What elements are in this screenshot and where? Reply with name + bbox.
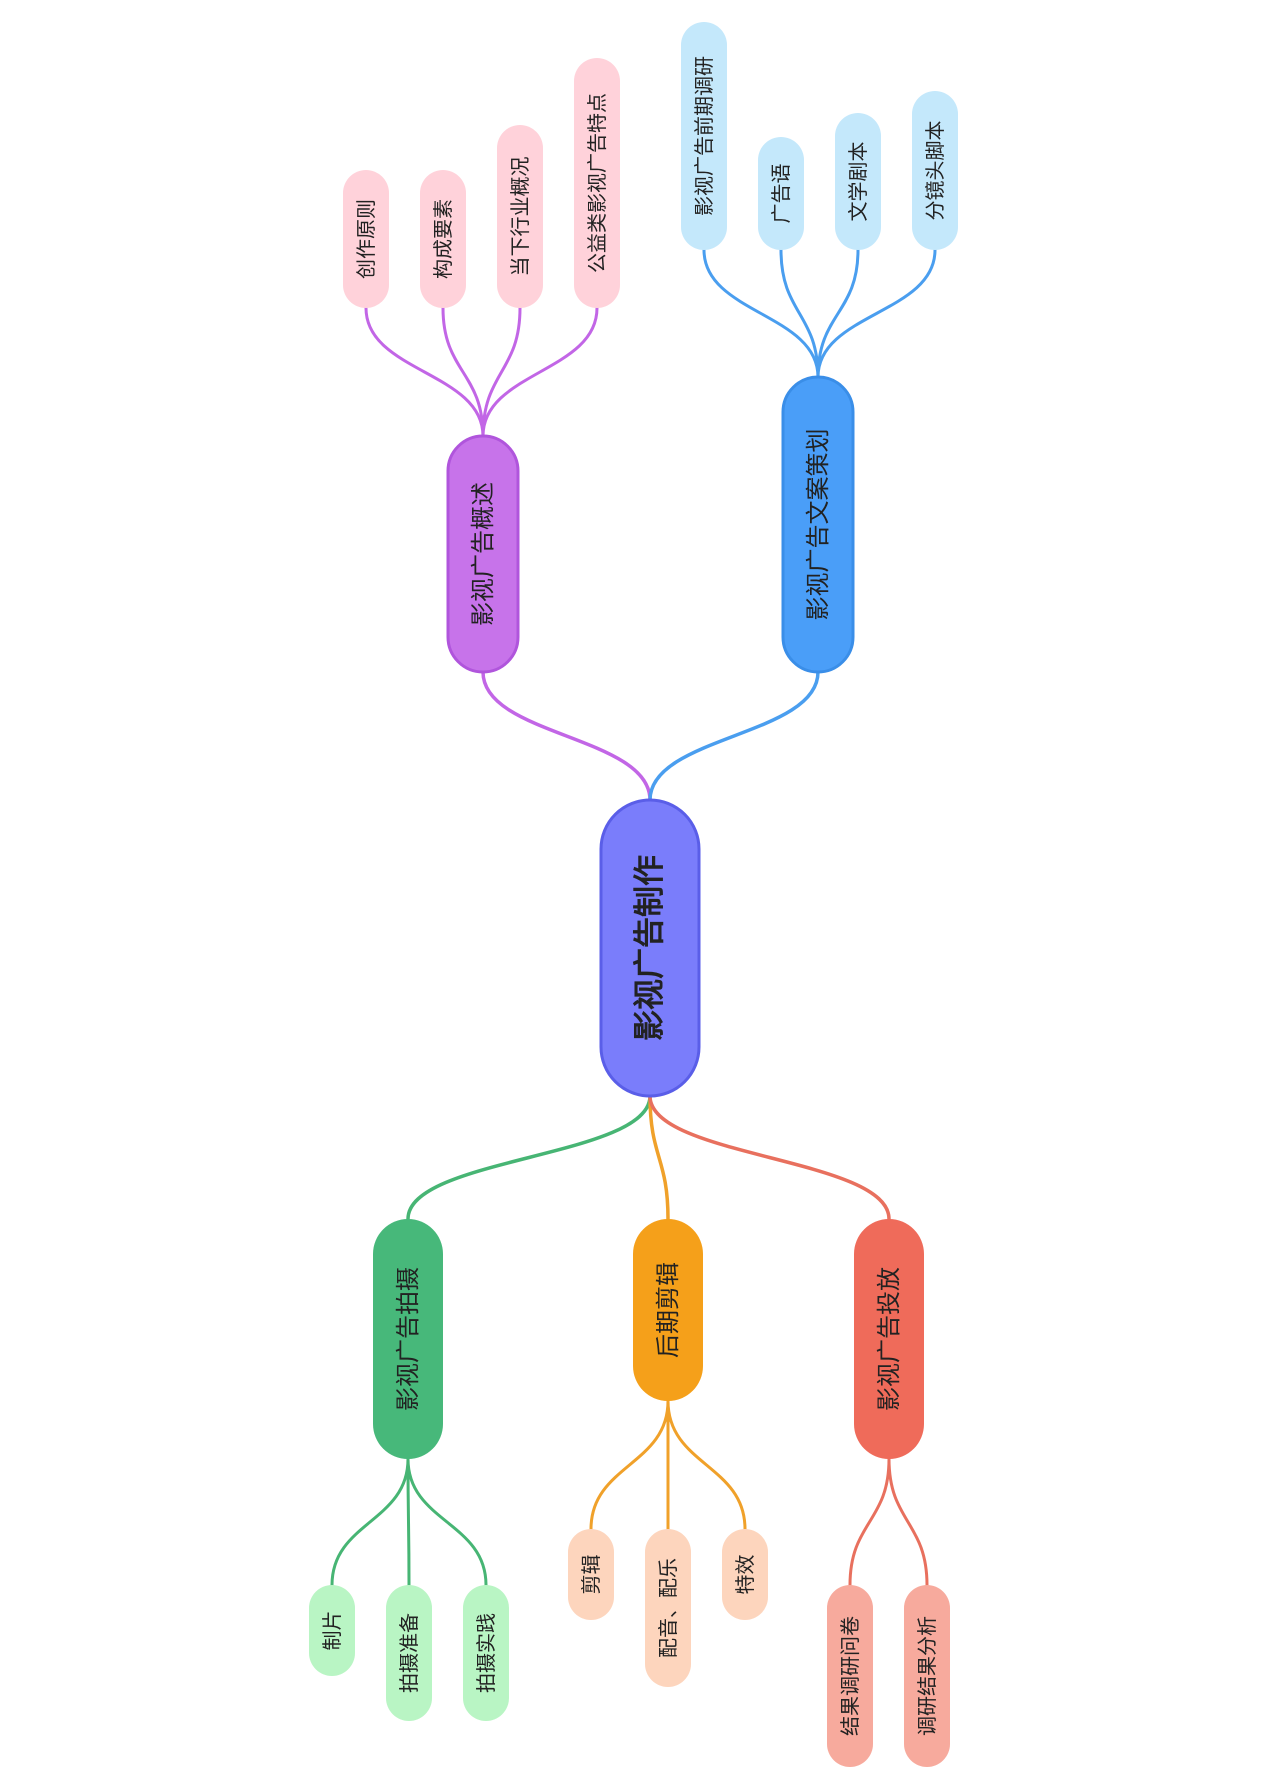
leaf-editing-1-shape [568,1529,614,1620]
branch-delivery-label: 影视广告投放 [875,1267,903,1411]
connector-overview-leaf-2 [441,306,485,438]
connector-overview-leaf-3 [481,306,522,438]
branch-overview[interactable]: 影视广告概述 [446,434,520,674]
branch-delivery[interactable]: 影视广告投放 [854,1219,924,1459]
leaf-editing-1-label: 剪辑 [579,1555,603,1595]
leaf-copywriting-1-label: 影视广告前期调研 [692,56,716,216]
leaf-overview-1-shape [343,170,389,308]
connector-root-copywriting [648,670,820,802]
branch-copywriting[interactable]: 影视广告文案策划 [781,375,855,674]
connector-overview-leaf-1 [364,306,485,438]
branch-overview-label: 影视广告概述 [469,482,497,626]
branch-overview-shape [446,434,520,674]
branch-shooting-shape [373,1219,443,1459]
leaf-delivery-1[interactable]: 结果调研问卷 [827,1585,873,1767]
leaf-delivery-1-shape [827,1585,873,1767]
connector-editing-leaf-3 [666,1399,747,1531]
leaf-shooting-2-label: 拍摄准备 [397,1613,421,1693]
leaf-overview-1-label: 创作原则 [354,199,378,279]
branch-copywriting-shape [781,375,855,674]
leaf-overview-3-label: 当下行业概况 [508,157,532,277]
leaf-editing-3-shape [722,1529,768,1620]
connector-copywriting-leaf-1 [702,248,820,379]
leaf-editing-1[interactable]: 剪辑 [568,1529,614,1620]
connector-shooting-leaf-2 [406,1457,411,1587]
branch-shooting-label: 影视广告拍摄 [394,1267,422,1411]
leaf-shooting-1[interactable]: 制片 [309,1585,355,1676]
leaf-delivery-2-shape [904,1585,950,1767]
leaf-overview-3-shape [497,125,543,308]
connector-overview-leaf-4 [481,306,599,438]
leaf-editing-2[interactable]: 配音、配乐 [645,1529,691,1687]
leaf-copywriting-3-shape [835,113,881,250]
leaf-shooting-2-shape [386,1585,432,1721]
leaf-copywriting-1-shape [681,22,727,250]
connector-root-delivery [648,1094,891,1221]
leaf-shooting-3[interactable]: 拍摄实践 [463,1585,509,1721]
connector-editing-leaf-1 [589,1399,670,1531]
root-node-shape [599,798,701,1098]
leaf-editing-2-shape [645,1529,691,1687]
branch-delivery-shape [854,1219,924,1459]
connector-copywriting-leaf-3 [816,248,860,379]
leaf-overview-4-label: 公益类影视广告特点 [585,93,609,273]
branch-editing[interactable]: 后期剪辑 [633,1219,703,1401]
root-node-label: 影视广告制作 [632,855,668,1041]
leaf-editing-3[interactable]: 特效 [722,1529,768,1620]
leaf-overview-2-label: 构成要素 [431,199,455,279]
leaf-copywriting-3-label: 文学剧本 [846,142,870,222]
connector-shooting-leaf-1 [330,1457,410,1587]
leaf-copywriting-4[interactable]: 分镜头脚本 [912,91,958,250]
leaf-overview-1[interactable]: 创作原则 [343,170,389,308]
branch-shooting[interactable]: 影视广告拍摄 [373,1219,443,1459]
leaf-copywriting-3[interactable]: 文学剧本 [835,113,881,250]
branch-editing-label: 后期剪辑 [654,1262,682,1358]
connector-delivery-leaf-2 [887,1457,929,1587]
connector-shooting-leaf-3 [406,1457,488,1587]
leaf-copywriting-2-label: 广告语 [769,164,793,224]
branch-copywriting-label: 影视广告文案策划 [804,429,832,621]
leaf-delivery-2-label: 调研结果分析 [915,1616,939,1736]
leaf-copywriting-4-shape [912,91,958,250]
leaf-overview-2-shape [420,170,466,308]
leaf-shooting-3-shape [463,1585,509,1721]
connector-root-overview [481,670,652,802]
connector-root-shooting [406,1094,652,1221]
connector-copywriting-leaf-4 [816,248,937,379]
leaf-copywriting-2[interactable]: 广告语 [758,137,804,250]
connectors [330,248,937,1587]
leaf-editing-2-label: 配音、配乐 [656,1558,680,1658]
leaf-copywriting-4-label: 分镜头脚本 [923,121,947,221]
leaf-delivery-2[interactable]: 调研结果分析 [904,1585,950,1767]
connector-delivery-leaf-1 [848,1457,891,1587]
leaf-copywriting-2-shape [758,137,804,250]
branch-editing-shape [633,1219,703,1401]
leaf-shooting-1-label: 制片 [320,1611,344,1651]
leaf-shooting-2[interactable]: 拍摄准备 [386,1585,432,1721]
leaf-overview-2[interactable]: 构成要素 [420,170,466,308]
leaf-copywriting-1[interactable]: 影视广告前期调研 [681,22,727,250]
leaf-editing-3-label: 特效 [733,1555,757,1595]
connector-root-editing [648,1094,670,1221]
leaf-shooting-3-label: 拍摄实践 [474,1613,498,1693]
leaf-overview-4-shape [574,58,620,308]
leaf-overview-4[interactable]: 公益类影视广告特点 [574,58,620,308]
leaf-overview-3[interactable]: 当下行业概况 [497,125,543,308]
leaf-delivery-1-label: 结果调研问卷 [838,1616,862,1736]
leaf-shooting-1-shape [309,1585,355,1676]
nodes: 影视广告概述创作原则构成要素当下行业概况公益类影视广告特点影视广告文案策划影视广… [309,22,958,1767]
connector-copywriting-leaf-2 [779,248,820,379]
root-node[interactable]: 影视广告制作 [599,798,701,1098]
